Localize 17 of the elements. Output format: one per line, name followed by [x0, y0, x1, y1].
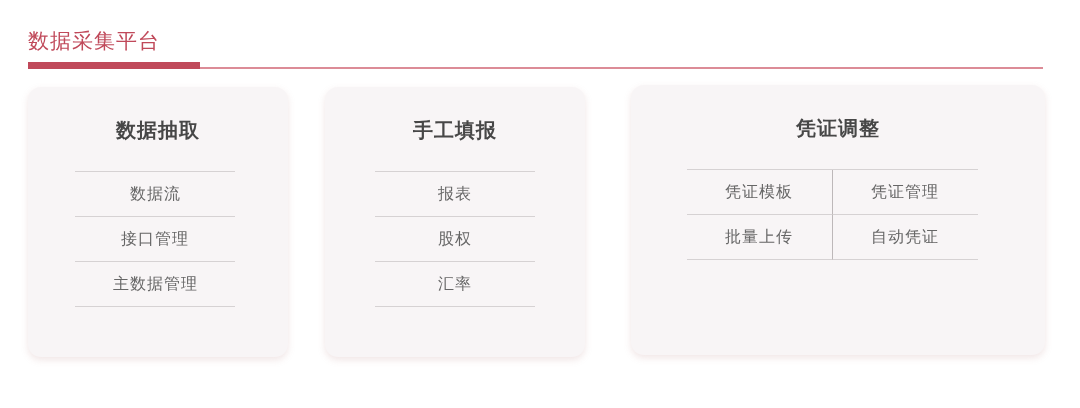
module-card [28, 87, 288, 357]
module-card [325, 87, 585, 357]
card-heading: 数据抽取 [116, 118, 200, 143]
list-row: 报表 [375, 172, 535, 217]
list-row: 批量上传 [687, 215, 833, 260]
list-row: 股权 [375, 217, 535, 262]
list-row: 凭证模板 [687, 170, 833, 215]
list-row: 接口管理 [75, 217, 235, 262]
module-card [631, 85, 1045, 355]
list-row: 主数据管理 [75, 262, 235, 307]
list-row: 自动凭证 [832, 215, 978, 260]
list-row: 数据流 [75, 172, 235, 217]
page-title: 数据采集平台 [28, 28, 160, 54]
card-heading: 凭证调整 [796, 116, 880, 141]
list-row: 凭证管理 [832, 170, 978, 215]
card-heading: 手工填报 [413, 118, 497, 143]
list-row: 汇率 [375, 262, 535, 307]
